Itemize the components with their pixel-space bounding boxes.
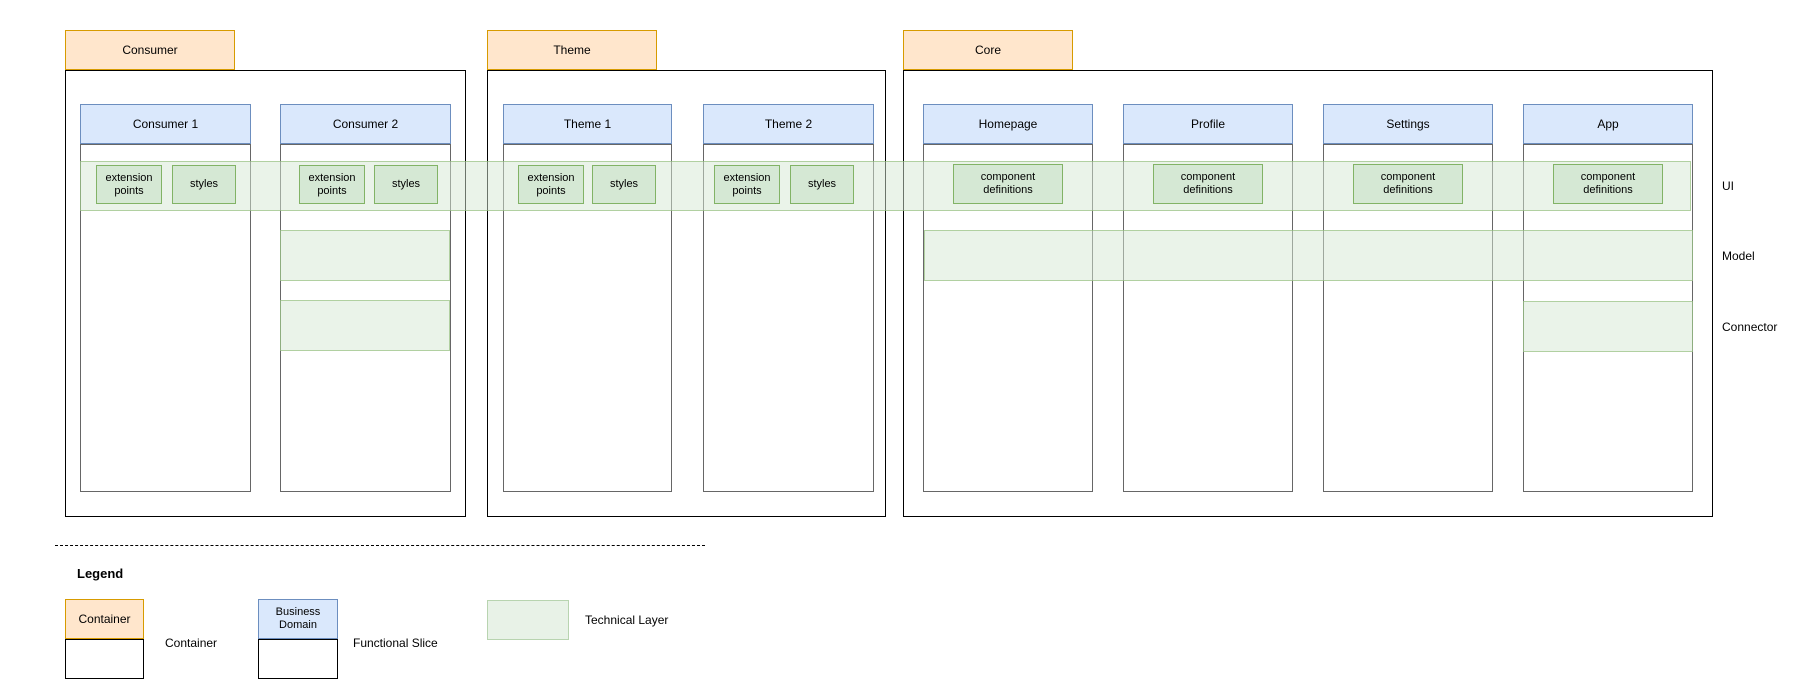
box-component-definitions-profile: component definitions	[1153, 164, 1263, 204]
box-label: extension points	[723, 171, 771, 197]
slice-header-app: App	[1523, 104, 1693, 144]
container-tab-core-label: Core	[974, 43, 1001, 57]
box-label: component definitions	[1380, 171, 1436, 196]
slice-label-profile: Profile	[1190, 117, 1225, 131]
slice-label-theme-1: Theme 1	[563, 117, 612, 131]
slice-header-profile: Profile	[1123, 104, 1293, 144]
box-label: styles	[391, 178, 421, 191]
band-connector-consumer-2	[280, 300, 450, 351]
slice-header-theme-1: Theme 1	[503, 104, 672, 144]
box-extension-points-theme-2: extension points	[714, 165, 780, 204]
legend-functional-slice-label: Functional Slice	[353, 636, 438, 650]
slice-header-theme-2: Theme 2	[703, 104, 874, 144]
box-component-definitions-app: component definitions	[1553, 164, 1663, 204]
slice-label-consumer-2: Consumer 2	[332, 117, 399, 131]
legend-functional-slice-body-box	[258, 639, 338, 679]
slice-header-settings: Settings	[1323, 104, 1493, 144]
box-component-definitions-settings: component definitions	[1353, 164, 1463, 204]
legend-container-body-box	[65, 639, 144, 679]
box-label: extension points	[105, 171, 153, 197]
box-label: extension points	[308, 171, 356, 197]
container-tab-theme-label: Theme	[553, 43, 591, 57]
box-label: component definitions	[980, 171, 1036, 196]
band-connector-app	[1523, 301, 1693, 352]
box-label: extension points	[527, 171, 575, 197]
container-tab-core: Core	[903, 30, 1073, 70]
legend-business-domain-box-label: Business Domain	[275, 606, 321, 631]
box-component-definitions-homepage: component definitions	[953, 164, 1063, 204]
box-styles-theme-1: styles	[592, 165, 656, 204]
legend-technical-layer-label: Technical Layer	[585, 613, 669, 627]
box-label: styles	[189, 178, 219, 191]
slice-header-homepage: Homepage	[923, 104, 1093, 144]
box-label: styles	[609, 178, 639, 191]
slice-label-settings: Settings	[1386, 117, 1430, 131]
container-tab-theme: Theme	[487, 30, 657, 70]
slice-label-theme-2: Theme 2	[764, 117, 813, 131]
box-styles-consumer-1: styles	[172, 165, 236, 204]
slice-label-consumer-1: Consumer 1	[132, 117, 199, 131]
legend-container-box-label: Container	[78, 612, 131, 626]
layer-label-connector: Connector	[1722, 320, 1778, 334]
legend-business-domain-box: Business Domain	[258, 599, 338, 639]
legend-heading: Legend	[77, 566, 124, 581]
box-label: component definitions	[1580, 171, 1636, 196]
layer-label-ui: UI	[1722, 179, 1734, 193]
slice-header-consumer-2: Consumer 2	[280, 104, 451, 144]
box-styles-theme-2: styles	[790, 165, 854, 204]
box-extension-points-theme-1: extension points	[518, 165, 584, 204]
box-label: component definitions	[1180, 171, 1236, 196]
box-extension-points-consumer-2: extension points	[299, 165, 365, 204]
band-model-core	[924, 230, 1693, 281]
legend-container-box: Container	[65, 599, 144, 639]
legend-technical-layer-box	[487, 600, 569, 640]
box-extension-points-consumer-1: extension points	[96, 165, 162, 204]
dashed-divider	[55, 545, 705, 546]
slice-label-homepage: Homepage	[978, 117, 1038, 131]
legend-container-label: Container	[165, 636, 218, 650]
box-label: styles	[807, 178, 837, 191]
box-styles-consumer-2: styles	[374, 165, 438, 204]
container-tab-consumer: Consumer	[65, 30, 235, 70]
band-model-consumer-2	[280, 230, 450, 281]
slice-header-consumer-1: Consumer 1	[80, 104, 251, 144]
slice-label-app: App	[1597, 117, 1619, 131]
layer-label-model: Model	[1722, 249, 1755, 263]
container-tab-consumer-label: Consumer	[122, 43, 178, 57]
